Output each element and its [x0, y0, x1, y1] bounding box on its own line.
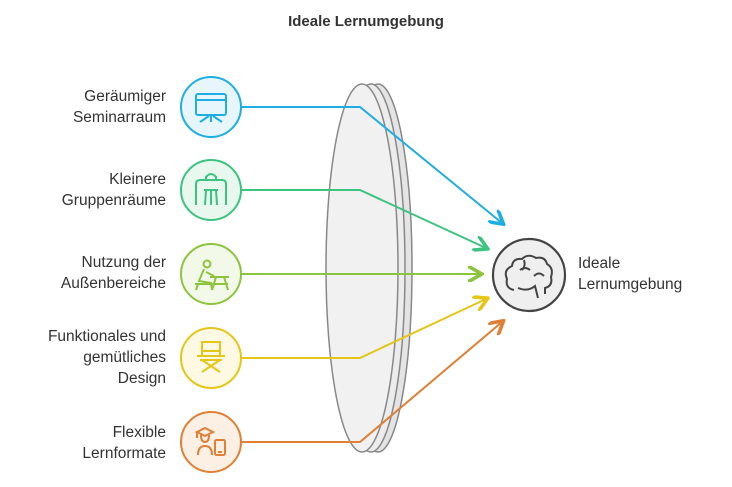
connector-seminarraum: [241, 106, 502, 223]
lens: [325, 83, 413, 453]
seminarraum-node: [180, 76, 242, 138]
gruppenraeume-node: [180, 159, 242, 221]
desk-chair-icon: [195, 173, 227, 206]
diagram-title: Ideale Lernumgebung: [288, 13, 444, 30]
person-at-picnic-table-icon: [195, 259, 229, 291]
presentation-board-icon: [195, 93, 227, 123]
input-label-design: Funktionales und gemütliches Design: [47, 328, 166, 387]
connector-lernformate: [241, 322, 502, 443]
input-label-lernformate: Flexible Lernformate: [82, 424, 166, 462]
director-chair-icon: [197, 341, 225, 373]
connector-design: [241, 299, 486, 359]
input-label-seminarraum: Geräumiger Seminarraum: [72, 88, 166, 126]
lernformate-node: [180, 411, 242, 473]
aussenbereiche-node: [180, 243, 242, 305]
graduate-mobile-icon: [194, 426, 226, 456]
connector-gruppenraeume: [241, 189, 486, 248]
input-label-aussenbereiche: Nutzung der Außenbereiche: [60, 254, 166, 292]
brain-icon: [504, 254, 553, 299]
input-label-gruppenraeume: Kleinere Gruppenräume: [61, 171, 166, 209]
output-node: [491, 237, 567, 313]
output-label: Ideale Lernumgebung: [578, 255, 683, 293]
design-node: [180, 327, 242, 389]
